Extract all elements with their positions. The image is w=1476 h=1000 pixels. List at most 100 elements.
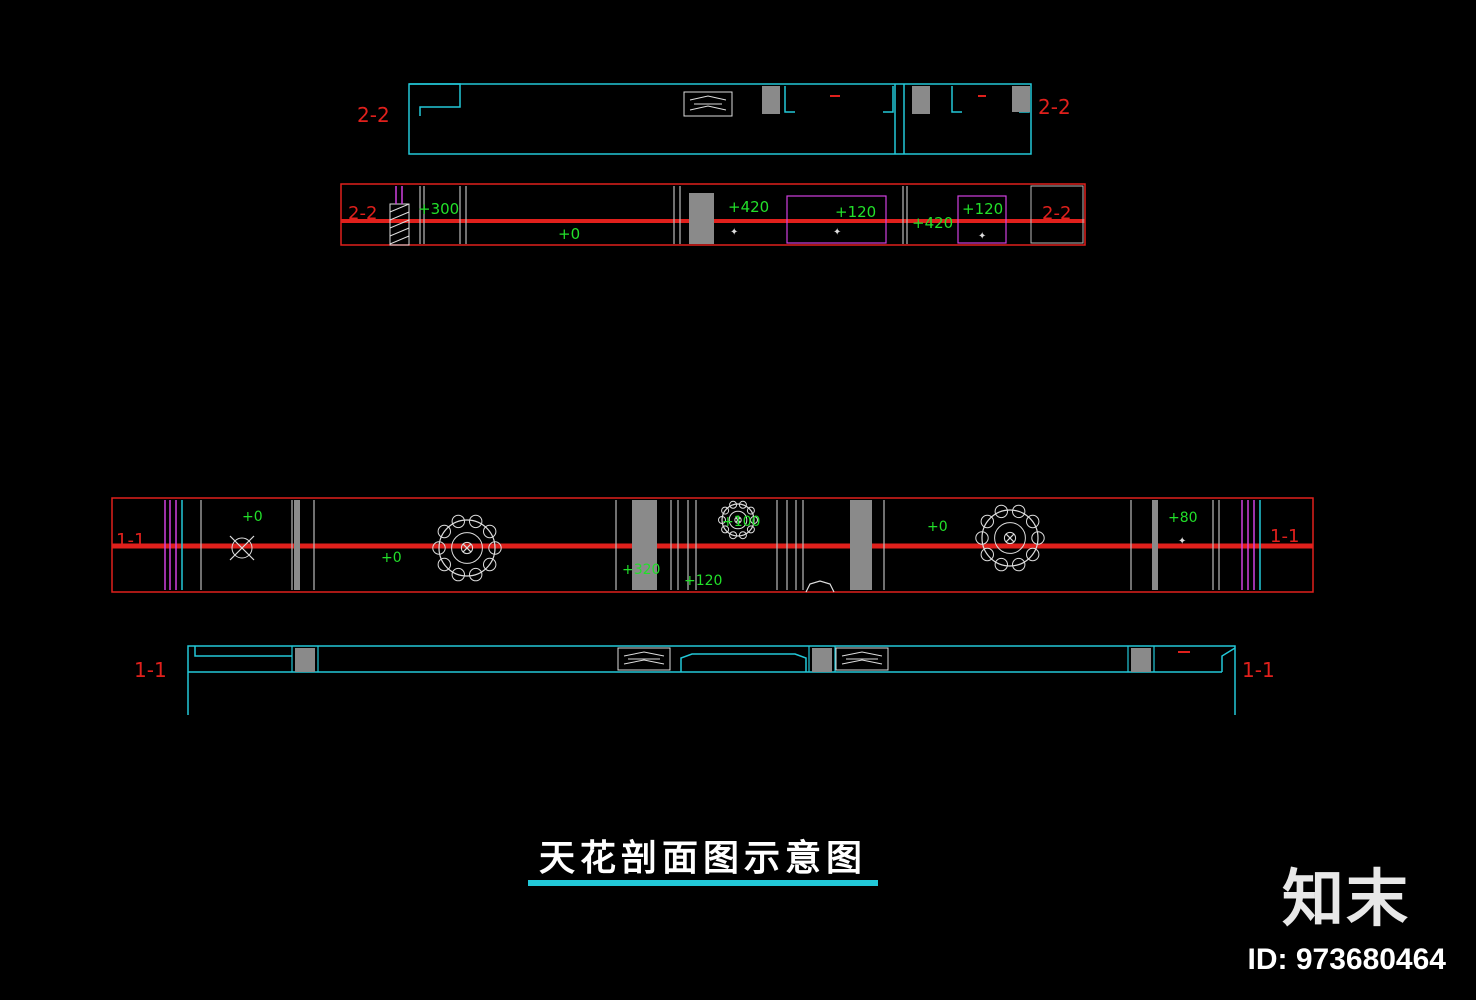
section-1-1-grille-2-curve-top bbox=[841, 651, 883, 657]
plan-1-1-rose-light-1-inner bbox=[451, 532, 483, 564]
plan-2-2-spot-3: ✦ bbox=[978, 231, 986, 242]
plan-1-1-rose-light-1-petal bbox=[483, 557, 497, 572]
plan-1-1-rose-light-2-petal bbox=[980, 514, 994, 529]
plan-1-1-rose-light-small-petal bbox=[718, 516, 726, 524]
plan-2-2-spot-2: ✦ bbox=[833, 227, 841, 238]
section-1-1-left-step bbox=[194, 646, 292, 657]
plan-1-1-rose-light-2-petal bbox=[1026, 514, 1040, 529]
plan-2-2-soffit-2 bbox=[957, 195, 1007, 244]
plan-2-2-level-4: +420 bbox=[912, 214, 953, 232]
section-2-2-outline bbox=[408, 83, 1032, 155]
section-1-1-trough-1 bbox=[295, 648, 315, 672]
plan-2-2-spot-1: ✦ bbox=[730, 227, 738, 238]
plan-1-1-downlight-left-ring bbox=[231, 537, 253, 559]
section-2-2-light-trough-1 bbox=[762, 86, 780, 114]
plan-1-1-rose-light-2-petal bbox=[1031, 531, 1045, 545]
plan-1-1-rose-light-small-petal bbox=[738, 500, 747, 509]
plan-1-1-rose-light-1-petal bbox=[469, 567, 483, 582]
plan-1-1-rose-light-small-outer bbox=[721, 503, 755, 537]
plan-2-2-soffit-1 bbox=[786, 195, 887, 244]
section-1-1-trough-3 bbox=[1131, 648, 1151, 672]
plan-2-2-level-3: +120 bbox=[835, 203, 876, 221]
plan-1-1-rose-light-small-inner bbox=[728, 510, 748, 530]
plan-1-1-level-2: +320 bbox=[622, 562, 660, 578]
plan-1-1-level-3: +120 bbox=[684, 573, 722, 589]
section-2-2-grille-curve-top bbox=[689, 95, 727, 101]
section-2-2-light-trough-2 bbox=[912, 86, 930, 114]
plan-1-1-fixture-block-1 bbox=[632, 500, 657, 590]
plan-2-2-hatch-line bbox=[389, 211, 410, 221]
plan-1-1-rose-light-1-outer bbox=[438, 519, 496, 577]
section-2-2-drop-1 bbox=[784, 86, 795, 113]
section-2-2-drop-3 bbox=[951, 86, 962, 113]
plan-1-1-rose-light-1-petal bbox=[437, 557, 451, 572]
plan-1-1-rose-light-2-petal bbox=[975, 531, 989, 545]
plan-1-1-rose-light-small-petal bbox=[746, 525, 755, 534]
plan-1-1-rose-light-1-center bbox=[460, 541, 474, 555]
plan-1-1-rose-light-2-petal bbox=[994, 504, 1008, 519]
plan-1-1-rose-light-small-petal bbox=[721, 506, 730, 515]
plan-1-1-rose-light-2-petal bbox=[994, 557, 1008, 572]
plan-1-1-rose-light-small-cross-b bbox=[735, 517, 741, 523]
plan-1-1-rose-light-small-petal bbox=[738, 531, 747, 540]
brand-logo: 知末 bbox=[1282, 862, 1411, 935]
plan-1-1-level-6: +80 bbox=[1168, 510, 1198, 526]
section-1-1-label-right: 1-1 bbox=[1242, 658, 1275, 682]
plan-1-1-level-0: +0 bbox=[242, 509, 263, 525]
plan-1-1-level-5: +0 bbox=[927, 519, 948, 535]
section-2-2-grille-curve-bottom bbox=[689, 105, 727, 111]
plan-1-1-rose-light-1-petal bbox=[432, 541, 446, 555]
section-2-2-drop-2 bbox=[883, 86, 894, 113]
plan-2-2-level-0: +300 bbox=[418, 200, 459, 218]
plan-2-2-fixture-block bbox=[689, 193, 714, 244]
plan-2-2-level-1: +0 bbox=[558, 225, 580, 243]
plan-1-1-rose-light-small-center bbox=[734, 516, 742, 524]
plan-2-2-right-bay bbox=[1030, 185, 1084, 244]
plan-2-2-label-right: 2-2 bbox=[1042, 203, 1071, 224]
plan-1-1-rose-light-2-petal bbox=[1012, 557, 1026, 572]
section-2-2-label-left: 2-2 bbox=[357, 103, 390, 127]
section-2-2-grille-frame bbox=[683, 91, 733, 117]
section-1-1-label-left: 1-1 bbox=[134, 658, 167, 682]
plan-1-1-label-right: 1-1 bbox=[1270, 526, 1299, 547]
image-id: ID: 973680464 bbox=[1247, 943, 1447, 976]
plan-2-2-hatch-line bbox=[389, 227, 410, 237]
plan-1-1-rose-light-2-cross-b bbox=[1005, 533, 1015, 543]
drawing-title: 天花剖面图示意图 bbox=[538, 837, 867, 879]
section-2-2-step-left bbox=[409, 83, 461, 116]
plan-2-2-hatch-line bbox=[389, 235, 410, 245]
plan-1-1-rose-light-1-petal bbox=[483, 524, 497, 539]
plan-2-2-level-5: +120 bbox=[962, 200, 1003, 218]
plan-2-2-label-left: 2-2 bbox=[348, 203, 377, 224]
plan-1-1-rose-light-1-petal bbox=[451, 567, 465, 582]
section-1-1-grille-2-curve-bottom bbox=[841, 659, 883, 665]
plan-1-1-downlight-left-b bbox=[229, 535, 255, 561]
plan-1-1-fixture-block-2 bbox=[850, 500, 872, 590]
title-underline bbox=[528, 880, 878, 886]
plan-1-1-rose-light-1-petal bbox=[469, 514, 483, 529]
plan-1-1-rose-light-2-inner bbox=[994, 522, 1026, 554]
plan-1-1-rose-light-small-petal bbox=[721, 525, 730, 534]
plan-2-2-level-2: +420 bbox=[728, 198, 769, 216]
section-1-1-grille-2-frame bbox=[835, 647, 889, 671]
plan-1-1-rose-light-2-petal bbox=[1026, 547, 1040, 562]
plan-1-1-label-left: 1-1 bbox=[116, 530, 145, 551]
section-1-1-trough-2 bbox=[812, 648, 832, 672]
plan-1-1-rose-light-1-petal bbox=[437, 524, 451, 539]
plan-1-1-rose-light-small-petal bbox=[750, 516, 758, 524]
section-2-2-label-right: 2-2 bbox=[1038, 95, 1071, 119]
section-1-1-grille-1-frame bbox=[617, 647, 671, 671]
section-2-2-light-trough-3 bbox=[1012, 86, 1030, 112]
section-1-1-grille-1-curve-bottom bbox=[623, 659, 665, 665]
plan-1-1-rose-light-1-petal bbox=[451, 514, 465, 529]
plan-1-1-strip-1 bbox=[294, 500, 300, 590]
plan-1-1-strip-2 bbox=[1152, 500, 1158, 590]
plan-2-2-hatch-line bbox=[389, 203, 410, 213]
plan-2-2-hatch-line bbox=[389, 219, 410, 229]
plan-2-2-outline bbox=[340, 183, 1086, 246]
plan-2-2-hatch-box bbox=[389, 203, 410, 246]
plan-1-1-level-4: +100 bbox=[722, 514, 760, 530]
plan-1-1-rose-light-small-petal bbox=[729, 531, 738, 540]
plan-1-1-rose-light-1-petal bbox=[488, 541, 502, 555]
